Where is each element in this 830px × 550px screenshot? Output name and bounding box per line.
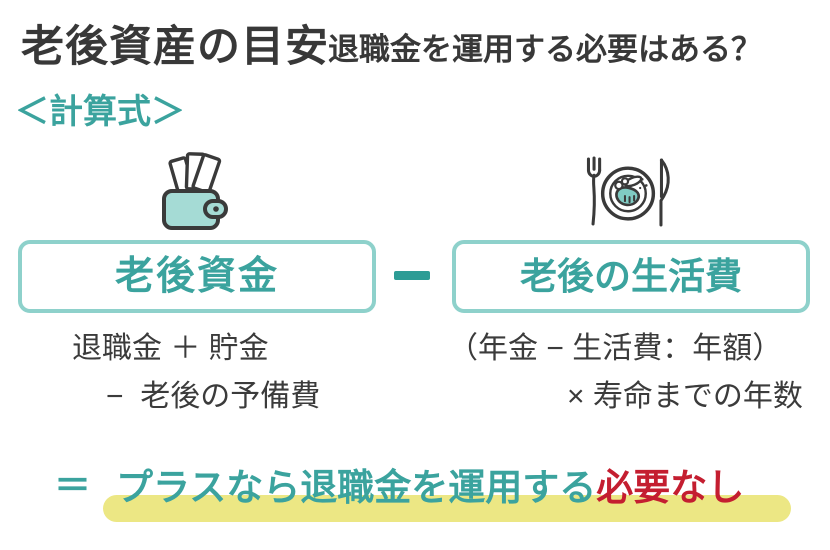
result-text: プラスなら退職金を運用する必要なし <box>116 467 744 510</box>
minus-operator-icon <box>394 271 430 280</box>
result-text-teal: プラスなら退職金を運用する <box>116 467 597 508</box>
left-detail-line-1: 退職金 ＋ 貯金 <box>72 332 269 365</box>
meal-icon <box>580 155 674 228</box>
retirement-funds-box: 老後資金 <box>18 240 376 313</box>
retirement-funds-label: 老後資金 <box>114 255 279 298</box>
wallet-icon <box>161 150 229 232</box>
page-subtitle: 退職金を運用する必要はある？ <box>328 32 762 67</box>
page-title: 老後資産の目安 <box>21 23 329 71</box>
right-detail-line-1: （年金 − 生活費：年額） <box>448 332 783 365</box>
living-costs-box: 老後の生活費 <box>452 240 810 313</box>
yellow-marker-highlight <box>103 495 791 522</box>
result-text-red: 必要なし <box>596 467 745 508</box>
formula-section-label: ＜計算式＞ <box>15 93 185 131</box>
right-detail-line-2: × 寿命までの年数 <box>567 380 803 413</box>
living-costs-label: 老後の生活費 <box>520 256 742 297</box>
equals-sign: ＝ <box>54 465 91 506</box>
left-detail-line-2: − 老後の予備費 <box>106 380 321 413</box>
